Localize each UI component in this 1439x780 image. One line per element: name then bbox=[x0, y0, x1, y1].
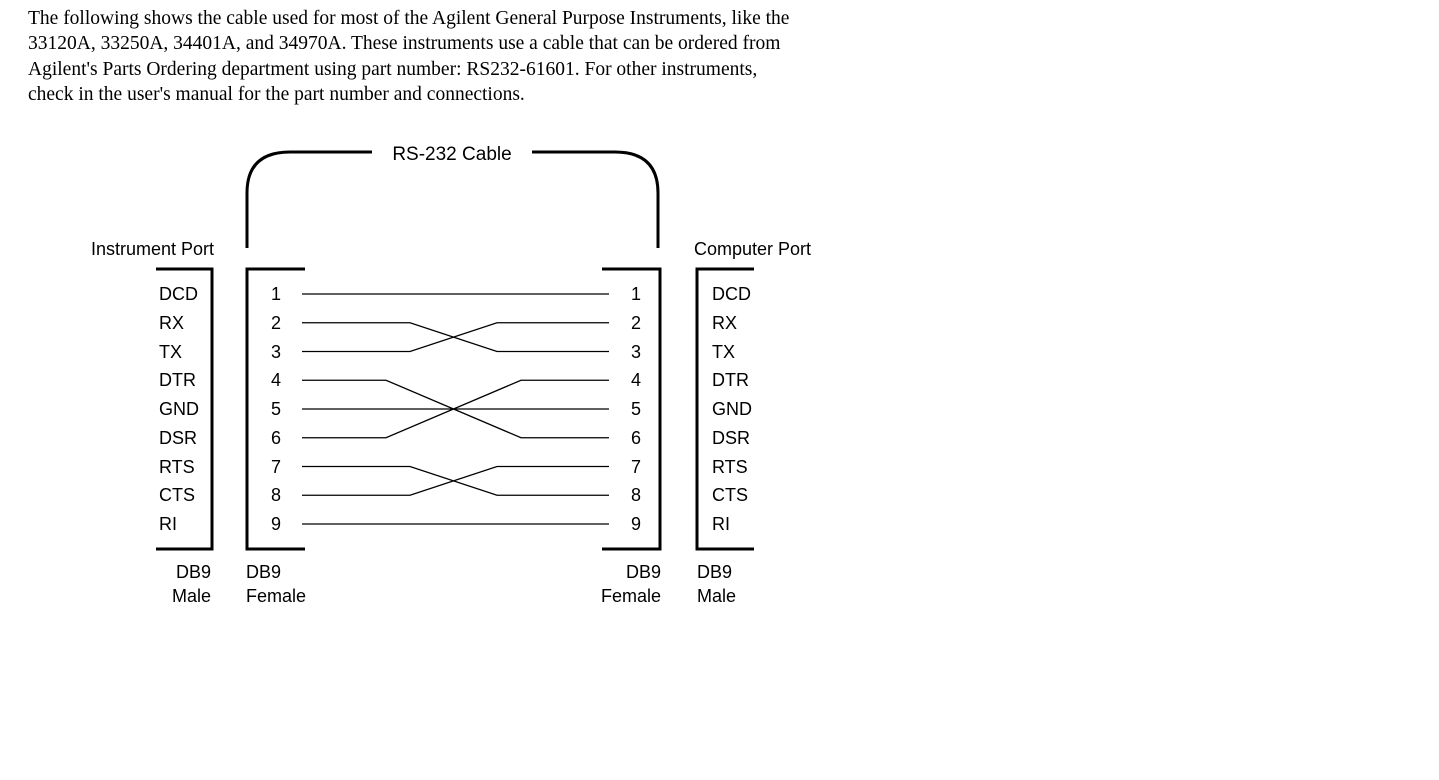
left-pin-number: 8 bbox=[271, 485, 281, 505]
computer-port-bracket bbox=[695, 267, 754, 551]
right-pin-number: 7 bbox=[631, 457, 641, 477]
intro-line: Agilent's Parts Ordering department usin… bbox=[28, 58, 758, 80]
wire-8-to-7 bbox=[302, 465, 609, 496]
intro-line: 33120A, 33250A, 34401A, and 34970A. Thes… bbox=[28, 33, 781, 55]
instrument-signal-label: DCD bbox=[159, 284, 198, 304]
left-pin-number: 1 bbox=[271, 284, 281, 304]
computer-signal-label: DTR bbox=[712, 370, 749, 390]
computer-signal-label: TX bbox=[712, 342, 735, 362]
left-pin-numbers: 1 2 3 4 5 6 7 8 9 bbox=[271, 284, 281, 534]
instrument-port-gender: Male bbox=[172, 586, 211, 606]
right-pin-number: 2 bbox=[631, 313, 641, 333]
cable-right-gender: Female bbox=[601, 586, 661, 606]
instrument-signal-label: CTS bbox=[159, 485, 195, 505]
instrument-signal-label: TX bbox=[159, 342, 182, 362]
computer-port-type: DB9 bbox=[697, 562, 732, 582]
computer-signal-label: RI bbox=[712, 514, 730, 534]
left-pin-number: 9 bbox=[271, 514, 281, 534]
instrument-signal-label: DSR bbox=[159, 428, 197, 448]
right-pin-number: 9 bbox=[631, 514, 641, 534]
right-pin-number: 4 bbox=[631, 370, 641, 390]
right-pin-number: 3 bbox=[631, 342, 641, 362]
instrument-port-bracket bbox=[156, 267, 214, 551]
instrument-signal-label: GND bbox=[159, 399, 199, 419]
wire-6-to-4 bbox=[302, 379, 609, 439]
instrument-signal-label: RTS bbox=[159, 457, 195, 477]
right-pin-number: 6 bbox=[631, 428, 641, 448]
computer-port-title: Computer Port bbox=[694, 239, 811, 259]
right-pin-number: 5 bbox=[631, 399, 641, 419]
computer-signal-label: GND bbox=[712, 399, 752, 419]
cable-left-gender: Female bbox=[246, 586, 306, 606]
computer-signal-label: DSR bbox=[712, 428, 750, 448]
computer-signal-labels: DCD RX TX DTR GND DSR RTS CTS RI bbox=[712, 284, 752, 534]
right-pin-number: 1 bbox=[631, 284, 641, 304]
instrument-signal-label: RX bbox=[159, 313, 184, 333]
computer-signal-label: RX bbox=[712, 313, 737, 333]
cable-arch-right bbox=[532, 150, 660, 248]
computer-signal-label: RTS bbox=[712, 457, 748, 477]
left-pin-number: 3 bbox=[271, 342, 281, 362]
computer-signal-label: CTS bbox=[712, 485, 748, 505]
left-pin-number: 4 bbox=[271, 370, 281, 390]
intro-line: check in the user's manual for the part … bbox=[28, 83, 525, 105]
computer-signal-label: DCD bbox=[712, 284, 751, 304]
instrument-signal-labels: DCD RX TX DTR GND DSR RTS CTS RI bbox=[159, 284, 199, 534]
left-pin-number: 6 bbox=[271, 428, 281, 448]
wire-3-to-2 bbox=[302, 322, 609, 353]
left-pin-number: 7 bbox=[271, 457, 281, 477]
wires bbox=[302, 293, 609, 525]
right-pin-number: 8 bbox=[631, 485, 641, 505]
left-pin-number: 5 bbox=[271, 399, 281, 419]
cable-right-type: DB9 bbox=[626, 562, 661, 582]
cable-label: RS-232 Cable bbox=[392, 144, 511, 165]
cable-left-connector-bracket bbox=[245, 267, 305, 551]
cable-arch-left bbox=[245, 150, 372, 248]
computer-port-gender: Male bbox=[697, 586, 736, 606]
instrument-port-title: Instrument Port bbox=[91, 239, 214, 259]
left-pin-number: 2 bbox=[271, 313, 281, 333]
cable-left-type: DB9 bbox=[246, 562, 281, 582]
instrument-port-type: DB9 bbox=[176, 562, 211, 582]
intro-line: The following shows the cable used for m… bbox=[28, 8, 790, 29]
connector-labels: DB9 Male DB9 Female DB9 Female DB9 Male bbox=[172, 562, 736, 606]
right-pin-numbers: 1 2 3 4 5 6 7 8 9 bbox=[631, 284, 641, 534]
instrument-signal-label: RI bbox=[159, 514, 177, 534]
intro-paragraph: The following shows the cable used for m… bbox=[28, 6, 908, 107]
cable-right-connector-bracket bbox=[602, 267, 662, 551]
instrument-signal-label: DTR bbox=[159, 370, 196, 390]
